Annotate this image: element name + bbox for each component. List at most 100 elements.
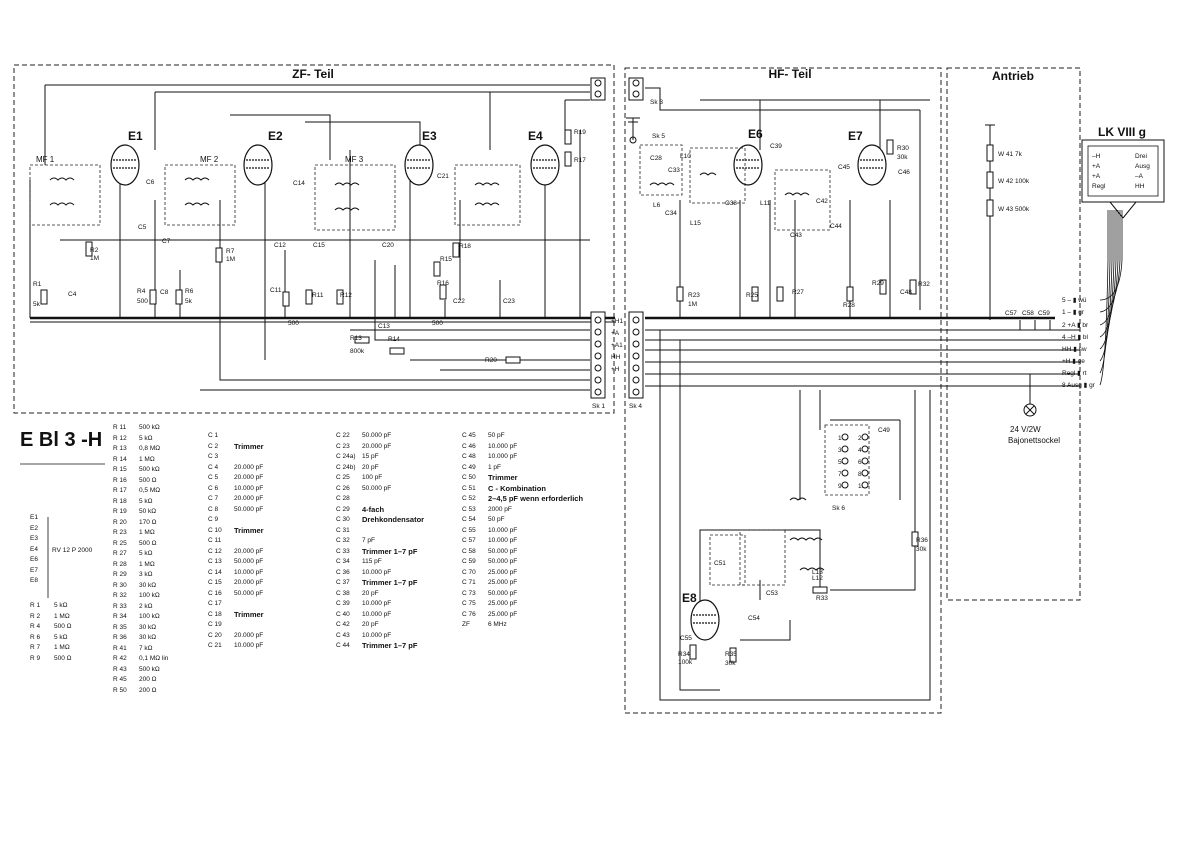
part-id: C 57 xyxy=(462,537,476,544)
tube-e7 xyxy=(857,144,887,186)
svg-text:5k: 5k xyxy=(185,298,193,305)
svg-text:+A1: +A1 xyxy=(611,342,623,349)
parts-row: C 3 xyxy=(208,452,264,463)
antenna-icon xyxy=(626,117,640,144)
part-value: 50 pF xyxy=(488,516,505,523)
antrieb-w41: W 41 7k xyxy=(998,151,1023,158)
part-value: 10.000 pF xyxy=(234,642,264,649)
hf-wiring xyxy=(645,87,1080,701)
mf3-box xyxy=(314,164,396,231)
parts-row: C 17 xyxy=(208,599,264,610)
svg-text:R27: R27 xyxy=(792,289,804,296)
part-id: C 55 xyxy=(462,526,476,534)
part-id: C 28 xyxy=(336,495,350,502)
part-id: R 11 xyxy=(113,424,127,431)
svg-text:C51: C51 xyxy=(714,560,726,567)
part-value: 10.000 pF xyxy=(362,600,392,607)
part-value: 1 MΩ xyxy=(54,644,70,651)
part-value: 1 MΩ xyxy=(139,455,155,463)
tube-e1 xyxy=(110,144,140,186)
part-id: C 1 xyxy=(208,432,219,439)
svg-text:R23: R23 xyxy=(688,292,700,299)
hf-section-frame xyxy=(624,67,942,714)
svg-text:C23: C23 xyxy=(503,298,515,305)
part-value: 25.000 pF xyxy=(488,610,518,618)
svg-text:C57: C57 xyxy=(1005,310,1017,317)
part-id: C 45 xyxy=(462,432,476,439)
part-id: C 21 xyxy=(208,642,222,649)
antrieb-section-frame xyxy=(946,67,1081,601)
part-id: C 2 xyxy=(208,442,219,450)
svg-text:R7: R7 xyxy=(226,248,235,255)
parts-row: C 21 10.000 pF xyxy=(208,641,264,652)
part-id: C 19 xyxy=(208,621,222,628)
part-id: C 3 xyxy=(208,453,219,460)
svg-text:Drei: Drei xyxy=(1135,153,1147,160)
svg-text:C21: C21 xyxy=(437,173,449,180)
part-id: C 53 xyxy=(462,505,476,513)
svg-text:R33: R33 xyxy=(816,595,828,602)
zf-tubes xyxy=(110,144,560,186)
part-value: 50.000 pF xyxy=(234,505,264,513)
svg-text:R4: R4 xyxy=(137,288,146,295)
part-value: 30 kΩ xyxy=(139,623,157,631)
svg-text:L12: L12 xyxy=(812,575,823,582)
part-value: 50.000 pF xyxy=(488,547,518,555)
part-id: R 13 xyxy=(113,445,127,452)
part-id: C 71 xyxy=(462,579,476,586)
part-value: 5 kΩ xyxy=(139,497,153,505)
parts-row: C 24a)15 pF xyxy=(336,452,424,463)
svg-text:Regl ▮ rt: Regl ▮ rt xyxy=(1062,370,1087,377)
svg-text:C4: C4 xyxy=(68,291,77,298)
part-id: R 35 xyxy=(113,623,127,631)
part-id: R 42 xyxy=(113,655,127,662)
part-value: Trimmer xyxy=(234,525,264,535)
tube-e7-label: E7 xyxy=(848,129,863,143)
antrieb-w42: W 42 100k xyxy=(998,178,1030,185)
sk1-label: Sk 1 xyxy=(592,403,605,410)
parts-row: C 31 xyxy=(336,526,424,537)
part-id: C 7 xyxy=(208,495,219,502)
hf-tubes xyxy=(690,144,887,641)
part-id: R 6 xyxy=(30,633,41,641)
svg-text:R25: R25 xyxy=(746,292,758,299)
part-value: 20.000 pF xyxy=(234,631,264,639)
part-id: R 32 xyxy=(113,592,127,599)
parts-row: C 9 xyxy=(208,515,264,526)
part-value: C - Kombination xyxy=(488,483,546,493)
part-id: R 12 xyxy=(113,434,127,442)
svg-text:800k: 800k xyxy=(350,348,365,355)
svg-text:C54: C54 xyxy=(748,615,760,622)
part-id: C 52 xyxy=(462,495,476,502)
svg-text:+A: +A xyxy=(1092,163,1101,170)
part-id: R 45 xyxy=(113,676,127,683)
part-id: R 17 xyxy=(113,487,127,494)
part-id: C 17 xyxy=(208,600,222,607)
part-value: 1 MΩ xyxy=(54,612,70,620)
svg-text:R6: R6 xyxy=(185,288,194,295)
svg-text:C13: C13 xyxy=(378,323,390,330)
tube-list-item: E1 xyxy=(30,514,38,521)
